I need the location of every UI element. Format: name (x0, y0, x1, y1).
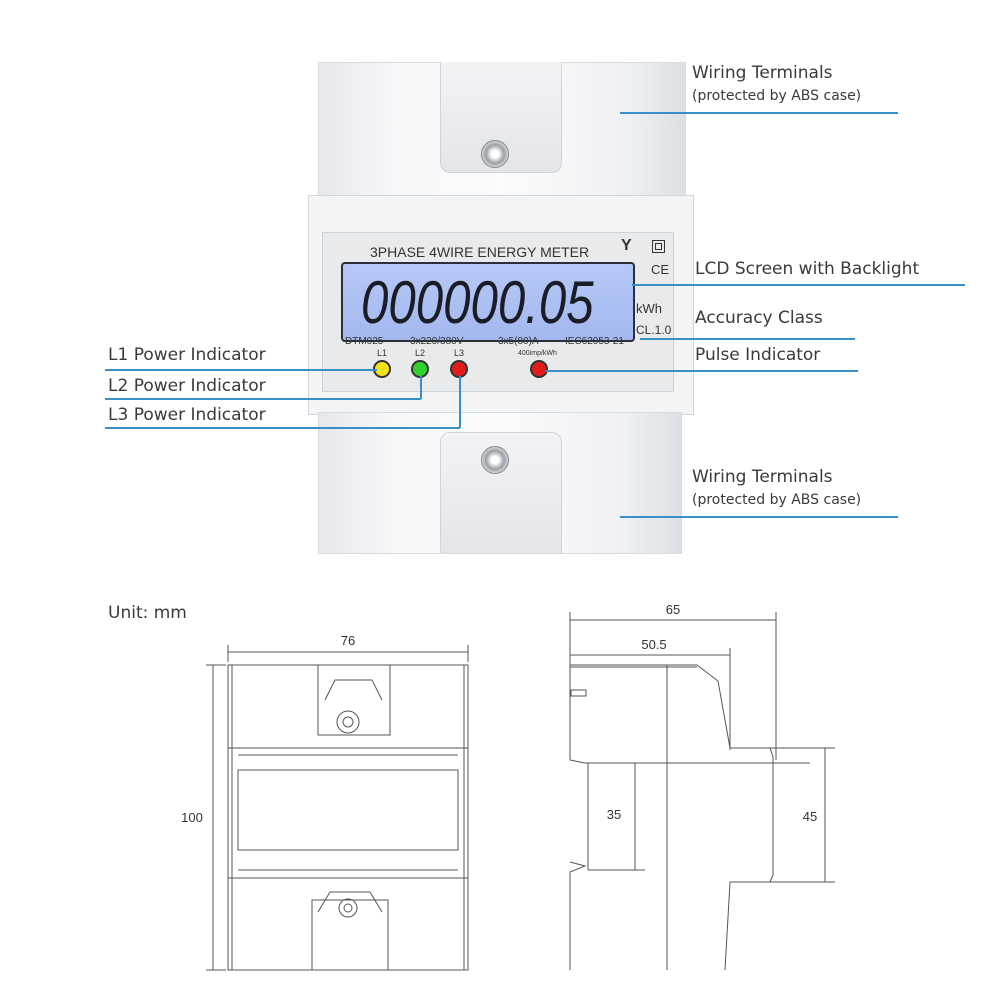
callout-line (640, 338, 855, 340)
depth-body-dimension: 50.5 (641, 637, 666, 652)
class-label: CL.1.0 (636, 323, 672, 337)
callout-line (545, 370, 858, 372)
callout-wiring-bottom-sub: (protected by ABS case) (692, 492, 862, 508)
callout-line (105, 427, 460, 429)
callout-l2: L2 Power Indicator (108, 376, 266, 396)
callout-accuracy: Accuracy Class (695, 308, 823, 328)
lcd-reading: 000000.05 (361, 269, 594, 336)
bottom-screw-icon (481, 446, 509, 474)
led-label-l1: L1 (377, 348, 388, 358)
callout-line (105, 398, 421, 400)
callout-l3: L3 Power Indicator (108, 405, 266, 425)
model-label: DTM025 (345, 336, 384, 347)
callout-line (620, 516, 898, 518)
callout-wiring-top-sub: (protected by ABS case) (692, 88, 862, 104)
callout-l1: L1 Power Indicator (108, 345, 266, 365)
callout-lcd: LCD Screen with Backlight (695, 259, 920, 279)
callout-line (620, 112, 898, 114)
ce-mark: CE (651, 262, 670, 277)
star-wiring-icon: Y (621, 237, 632, 254)
callout-line (632, 284, 965, 286)
callout-pulse: Pulse Indicator (695, 345, 821, 365)
callout-wiring-bottom-title: Wiring Terminals (692, 467, 833, 487)
front-height-dimension: 45 (803, 809, 817, 824)
meter-title: 3PHASE 4WIRE ENERGY METER (370, 244, 590, 260)
voltage-label: 3x220/380V (410, 336, 464, 347)
unit-label: kWh (636, 301, 662, 316)
depth-total-dimension: 65 (666, 602, 680, 617)
pulse-led (530, 360, 548, 378)
standard-label: IEC62053-21 (565, 336, 624, 347)
callout-line (105, 369, 377, 371)
width-dimension: 76 (341, 633, 355, 648)
callout-line (420, 376, 422, 399)
rail-dimension: 35 (607, 807, 621, 822)
current-label: 3x5(80)A (498, 336, 539, 347)
side-view-drawing (569, 612, 835, 971)
unit-label: Unit: mm (108, 603, 187, 623)
callout-wiring-top-title: Wiring Terminals (692, 63, 833, 83)
led-label-l2: L2 (415, 348, 426, 358)
height-dimension: 100 (181, 810, 203, 825)
pulse-rate-label: 400imp/kWh (518, 350, 557, 357)
lcd-screen: 000000.05 (341, 262, 635, 342)
top-screw-icon (481, 140, 509, 168)
double-insulation-icon (652, 240, 665, 253)
front-view-drawing (206, 645, 469, 971)
callout-line (459, 376, 461, 428)
led-label-l3: L3 (454, 348, 465, 358)
